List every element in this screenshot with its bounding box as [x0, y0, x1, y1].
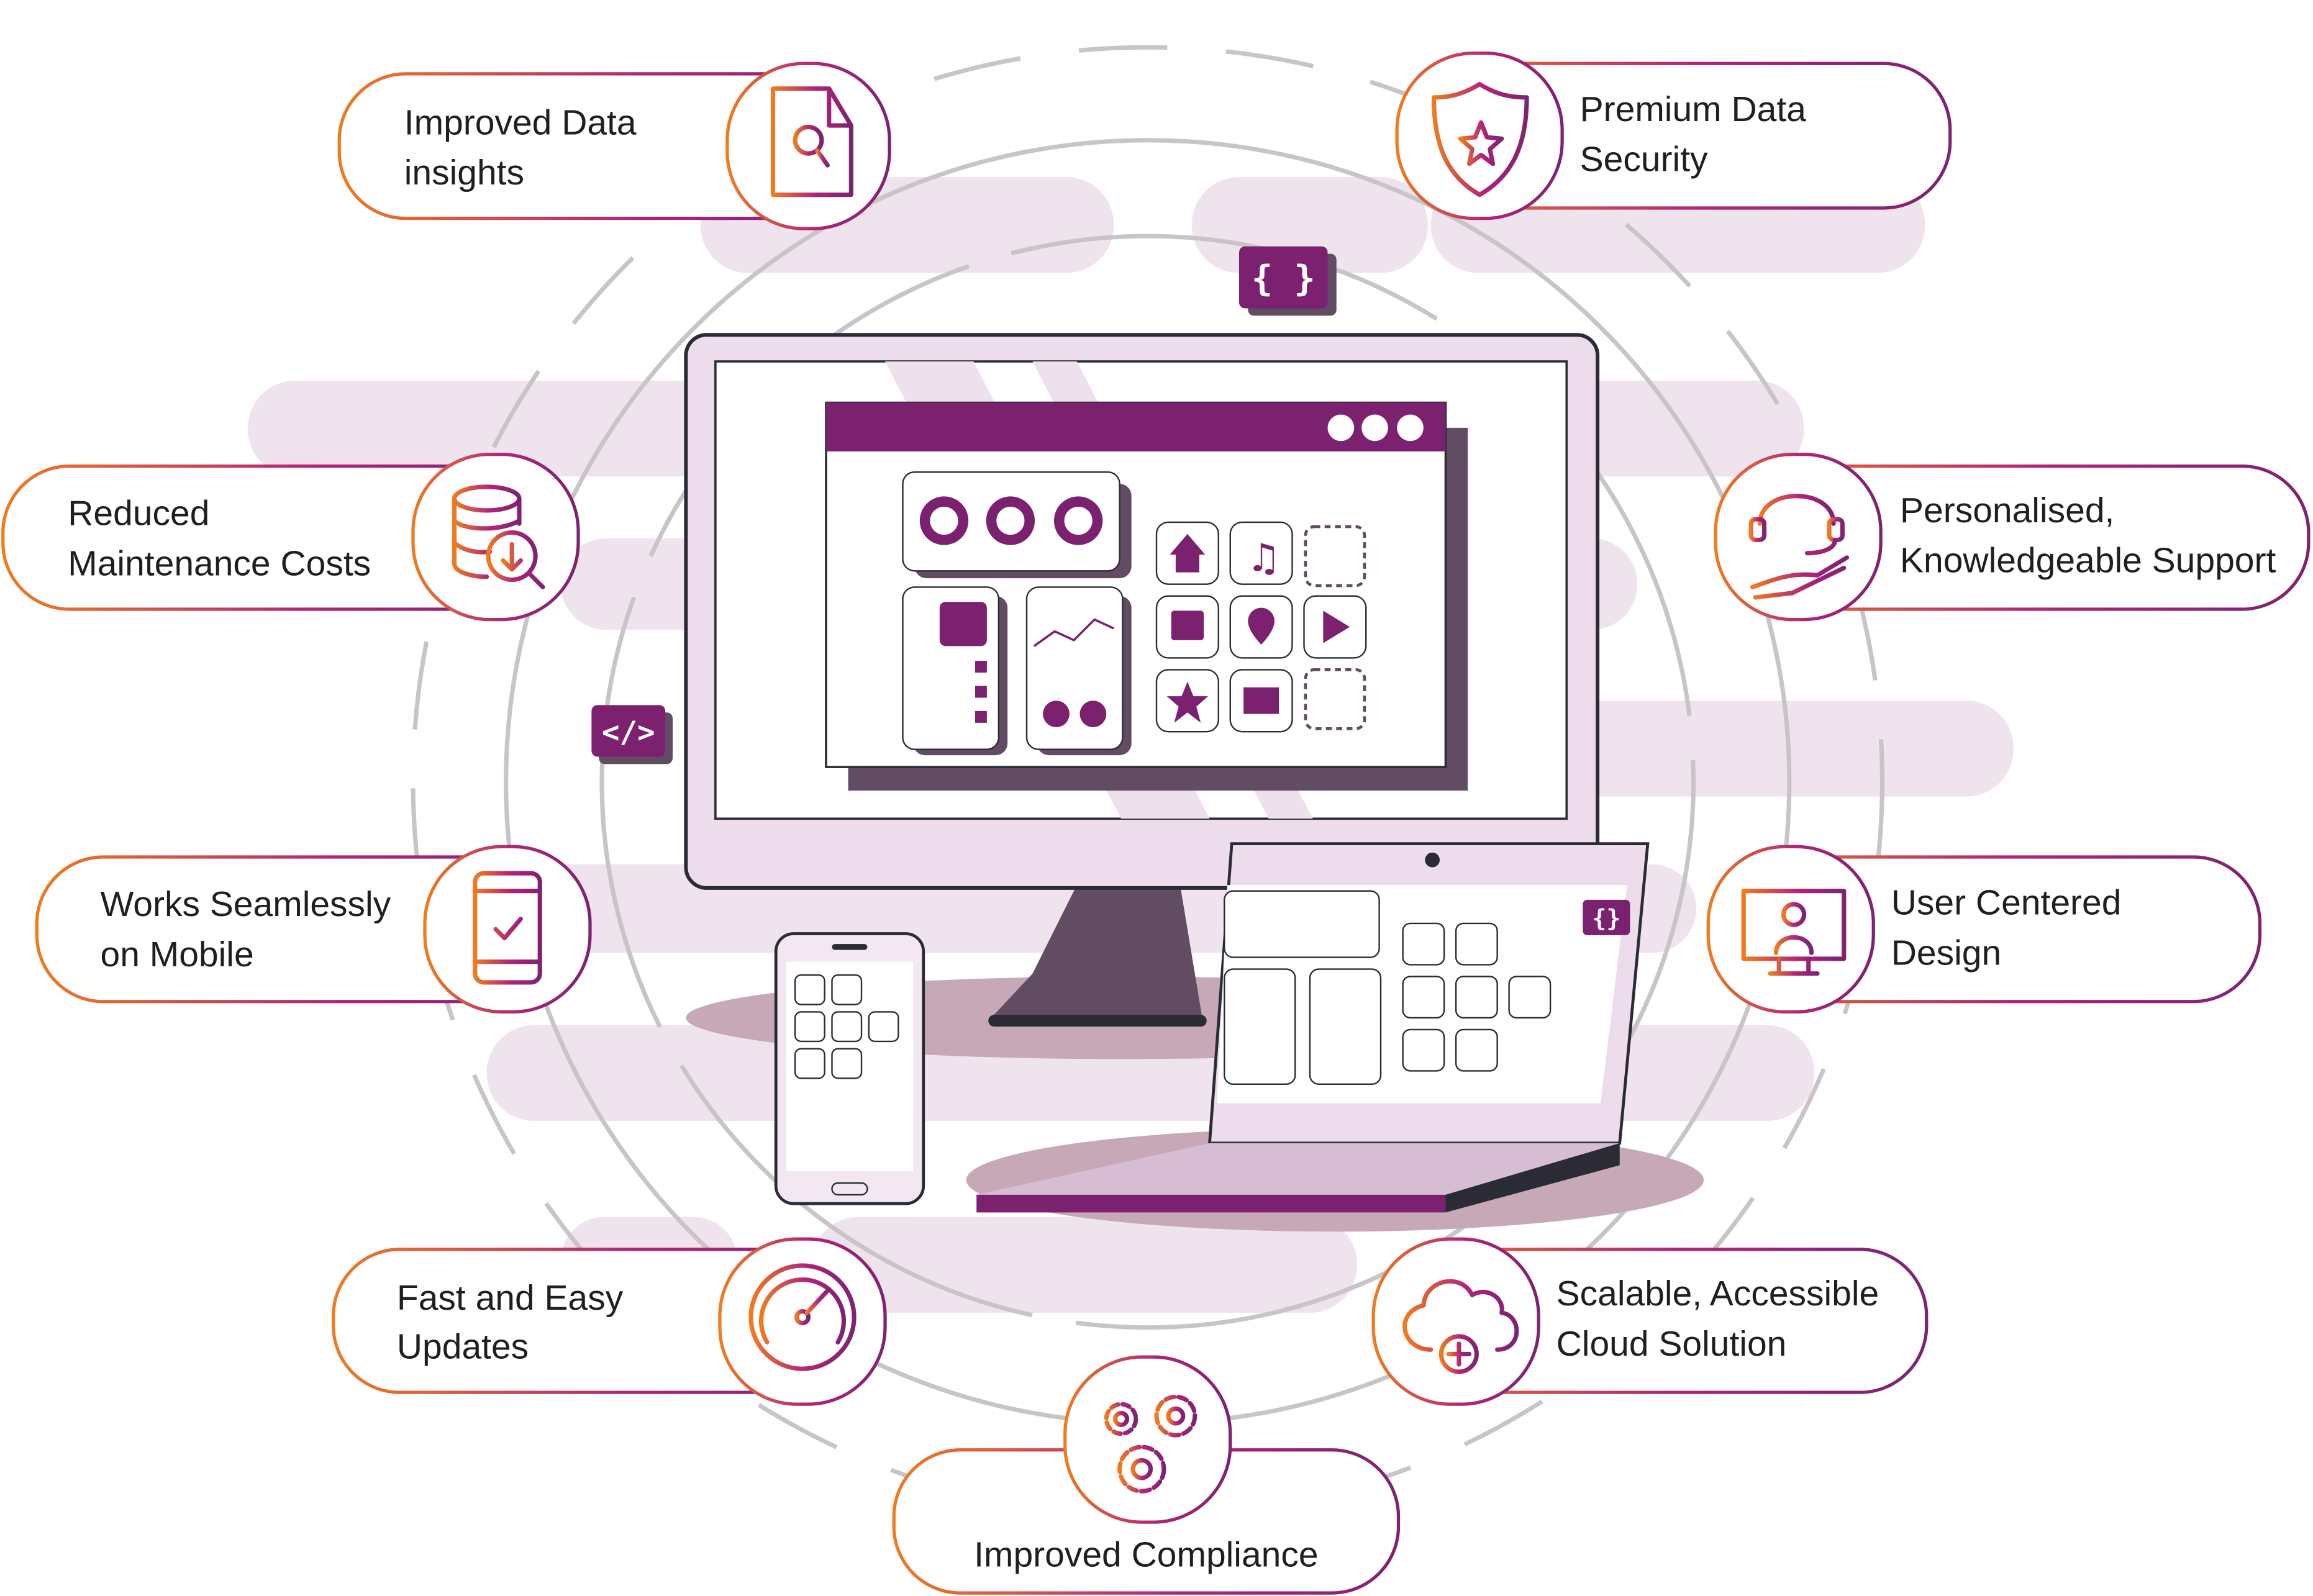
code-tag-badge: </>	[591, 705, 673, 764]
mobile-check-icon	[473, 871, 542, 985]
laptop-braces-label: {}	[1592, 905, 1620, 932]
feature-label-line: Improved Compliance	[974, 1535, 1318, 1574]
feature-label-line: Knowledgeable Support	[1900, 541, 2276, 581]
speedometer-icon	[748, 1263, 857, 1371]
feature-improved-data-insights: Improved Data insights	[337, 61, 891, 230]
background-circles	[411, 45, 1885, 1519]
feature-label-line: Maintenance Costs	[68, 543, 371, 583]
code-tag-label: </>	[602, 715, 655, 750]
laptop-illustration: {}	[966, 842, 1704, 1232]
feature-label-line: Works Seamlessly	[101, 884, 391, 924]
document-search-icon	[770, 86, 853, 197]
feature-label-line: insights	[404, 153, 524, 193]
svg-text:♫: ♫	[1247, 535, 1281, 580]
monitor-user-icon	[1741, 889, 1847, 976]
feature-works-on-mobile: Works Seamlessly on Mobile	[35, 845, 592, 1013]
feature-label-line: Personalised,	[1900, 491, 2114, 530]
feature-label-line: on Mobile	[101, 935, 254, 974]
feature-label-line: Premium Data	[1580, 89, 1807, 129]
cloud-plus-icon	[1402, 1279, 1519, 1374]
feature-label-line: User Centered	[1891, 883, 2122, 923]
gears-icon	[1104, 1394, 1197, 1494]
feature-label-line: Improved Data	[404, 102, 637, 142]
feature-label-line: Fast and Easy	[397, 1278, 624, 1318]
feature-personalised-support: Personalised, Knowledgeable Support	[1714, 453, 2311, 622]
feature-improved-compliance: Improved Compliance	[892, 1355, 1401, 1595]
database-cost-icon	[452, 484, 545, 589]
feature-label-line: Cloud Solution	[1556, 1324, 1787, 1364]
code-braces-badge: { }	[1239, 246, 1337, 316]
feature-label-line: Updates	[397, 1327, 529, 1367]
svg-text:Personalised,Knowledgeable Sup: Personalised, Knowledgeable Support	[1900, 491, 2276, 581]
shield-star-icon	[1431, 81, 1529, 197]
feature-label-line: Security	[1580, 140, 1708, 179]
headset-hand-icon	[1748, 494, 1850, 600]
desktop-monitor-illustration: ♫	[684, 333, 1600, 1059]
code-braces-label: { }	[1252, 258, 1316, 299]
feature-label-line: Design	[1891, 933, 2001, 973]
feature-label-line: Reduced	[68, 494, 209, 533]
phone-illustration	[774, 932, 925, 1205]
feature-label-line: Scalable, Accessible	[1556, 1274, 1879, 1313]
